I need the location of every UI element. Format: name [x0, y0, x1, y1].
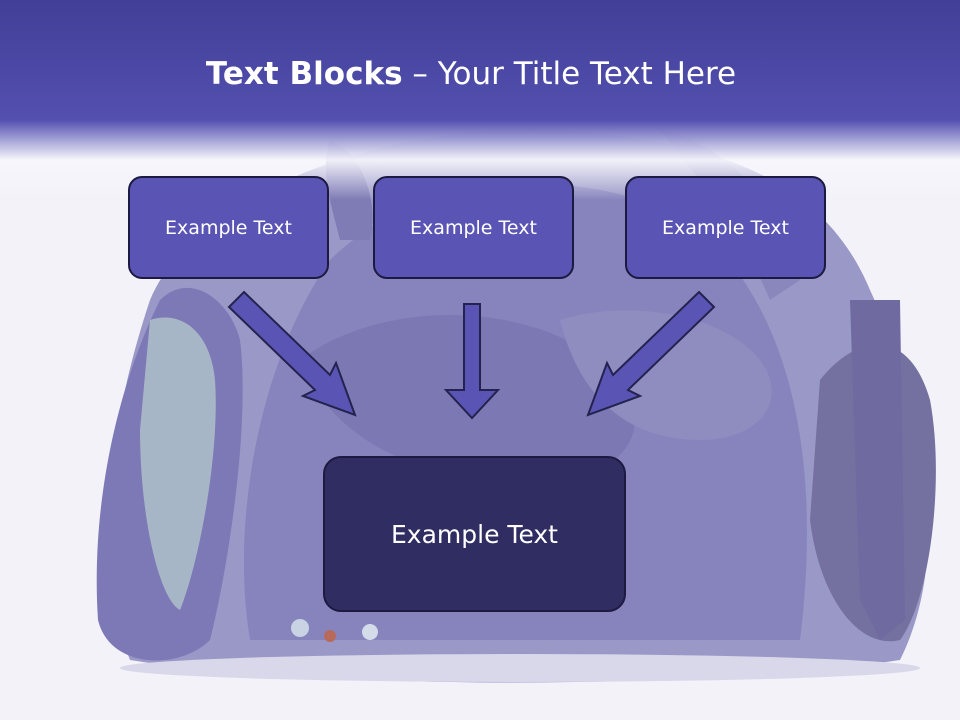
text-block-1[interactable]: Example Text	[128, 176, 329, 279]
text-block-main-label: Example Text	[391, 519, 558, 549]
title-band	[0, 0, 960, 200]
text-block-main[interactable]: Example Text	[323, 456, 626, 612]
title-bold: Text Blocks	[205, 56, 403, 92]
slide-title: Text Blocks – Your Title Text Here	[0, 52, 942, 96]
text-block-2-label: Example Text	[410, 216, 537, 239]
text-block-1-label: Example Text	[165, 216, 292, 239]
text-block-3[interactable]: Example Text	[625, 176, 826, 279]
text-block-2[interactable]: Example Text	[373, 176, 574, 279]
text-block-3-label: Example Text	[662, 216, 789, 239]
title-dash: –	[402, 56, 438, 92]
title-rest: Your Title Text Here	[437, 56, 737, 92]
